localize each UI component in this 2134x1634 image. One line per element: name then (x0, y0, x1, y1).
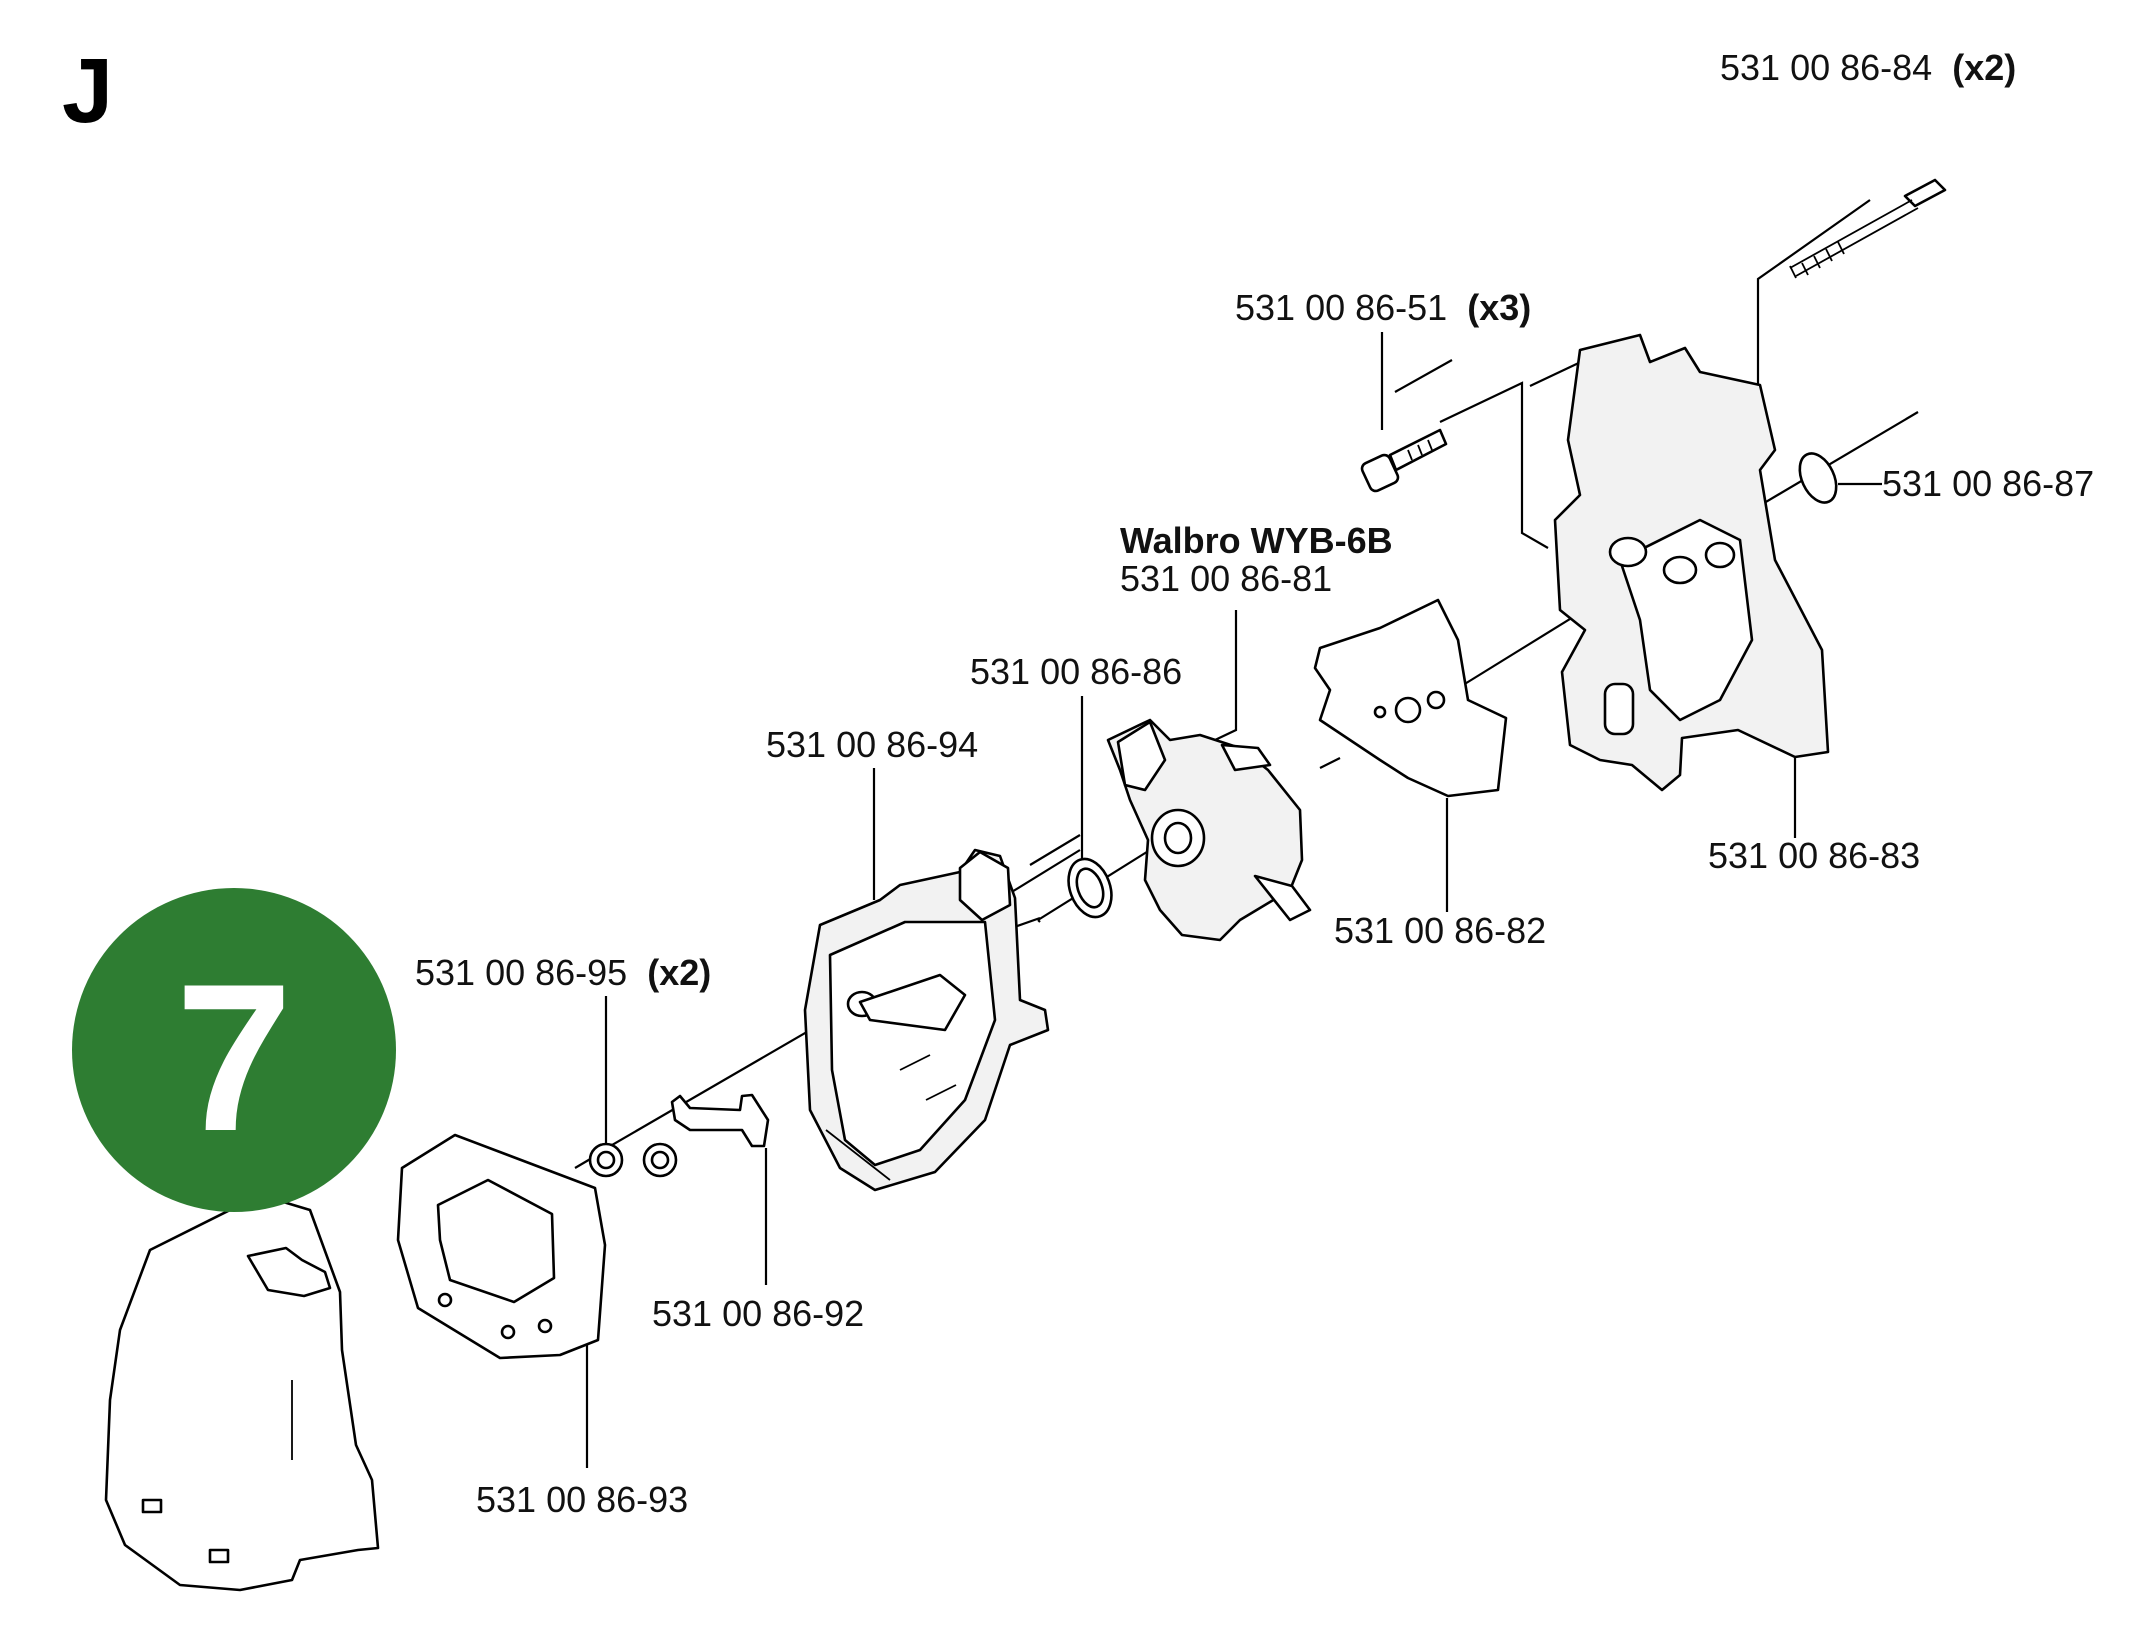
section-letter: J (62, 40, 113, 142)
label-p94: 531 00 86-94 (766, 724, 978, 765)
label-p81: 531 00 86-81 (1120, 558, 1332, 599)
axis-line-carb-front (1029, 834, 1081, 866)
label-p95-code: 531 00 86-95 (415, 952, 627, 993)
label-p84: 531 00 86-84 (x2) (1720, 47, 2016, 88)
leader-p81 (1214, 610, 1238, 741)
axis-line-screw (1394, 359, 1453, 393)
label-p95: 531 00 86-95 (x2) (415, 952, 711, 993)
label-p84-qty: (x2) (1952, 47, 2016, 88)
label-carb-model: Walbro WYB-6B (1120, 520, 1393, 561)
label-p86: 531 00 86-86 (970, 651, 1182, 692)
part-labels: 531 00 86-84 (x2) 531 00 86-51 (x3) 531 … (415, 47, 2094, 1520)
filter-element-part (396, 1133, 607, 1360)
nuts-part (588, 1142, 678, 1178)
label-p51-qty: (x3) (1467, 287, 1531, 328)
short-screw-part (1360, 428, 1448, 493)
carburetor-part (1106, 718, 1312, 942)
intake-housing-part (1553, 333, 1830, 792)
label-p51-code: 531 00 86-51 (1235, 287, 1447, 328)
label-p92: 531 00 86-92 (652, 1293, 864, 1334)
axis-line-gasket (1319, 757, 1341, 769)
air-filter-cover-part (104, 1193, 380, 1592)
long-screw-part (1789, 178, 1947, 279)
bracket-part (670, 1093, 770, 1148)
air-filter-base-part (803, 848, 1050, 1192)
step-badge-circle (72, 888, 396, 1212)
label-p82: 531 00 86-82 (1334, 910, 1546, 951)
leader-p51-route (1439, 381, 1549, 549)
label-p83: 531 00 86-83 (1708, 835, 1920, 876)
label-p87: 531 00 86-87 (1882, 463, 2094, 504)
label-p93: 531 00 86-93 (476, 1479, 688, 1520)
step-badge: 7 (72, 888, 396, 1212)
label-p51: 531 00 86-51 (x3) (1235, 287, 1531, 328)
label-p84-code: 531 00 86-84 (1720, 47, 1932, 88)
step-badge-number: 7 (176, 940, 293, 1175)
o-ring-part (1798, 452, 1838, 504)
label-p95-qty: (x2) (647, 952, 711, 993)
